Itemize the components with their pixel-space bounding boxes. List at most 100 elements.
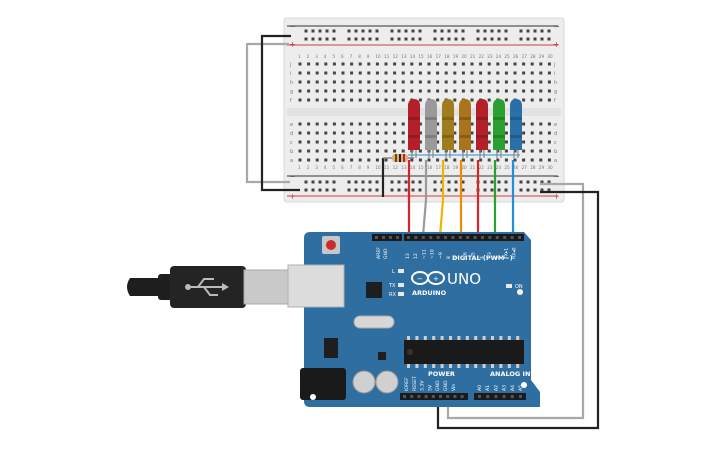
header-hole[interactable] <box>375 236 378 239</box>
breadboard-hole[interactable] <box>393 89 397 93</box>
breadboard-hole[interactable] <box>401 89 405 93</box>
breadboard-hole[interactable] <box>315 140 319 144</box>
rail-hole[interactable] <box>497 29 501 33</box>
breadboard-hole[interactable] <box>453 80 457 84</box>
header-hole[interactable] <box>382 236 385 239</box>
rail-hole[interactable] <box>483 37 487 41</box>
breadboard-hole[interactable] <box>401 62 405 66</box>
breadboard-hole[interactable] <box>444 89 448 93</box>
breadboard-hole[interactable] <box>522 71 526 75</box>
rail-hole[interactable] <box>447 37 451 41</box>
led[interactable] <box>493 99 505 158</box>
breadboard-hole[interactable] <box>315 131 319 135</box>
breadboard-hole[interactable] <box>401 122 405 126</box>
rail-hole[interactable] <box>433 180 437 184</box>
breadboard-hole[interactable] <box>298 149 302 153</box>
analog-header[interactable] <box>474 393 526 400</box>
rail-hole[interactable] <box>490 188 494 192</box>
breadboard-hole[interactable] <box>375 62 379 66</box>
breadboard-hole[interactable] <box>401 98 405 102</box>
breadboard-hole[interactable] <box>367 62 371 66</box>
breadboard-hole[interactable] <box>324 98 328 102</box>
rail-hole[interactable] <box>375 188 379 192</box>
breadboard-hole[interactable] <box>522 149 526 153</box>
rail-hole[interactable] <box>318 188 322 192</box>
rail-hole[interactable] <box>311 188 315 192</box>
rail-hole[interactable] <box>411 37 415 41</box>
gray-rail-loop-wire[interactable] <box>245 42 290 184</box>
rail-hole[interactable] <box>332 180 336 184</box>
rail-hole[interactable] <box>547 37 551 41</box>
breadboard-hole[interactable] <box>298 89 302 93</box>
rail-hole[interactable] <box>533 29 537 33</box>
rail-hole[interactable] <box>347 29 351 33</box>
breadboard-hole[interactable] <box>358 62 362 66</box>
breadboard-hole[interactable] <box>522 89 526 93</box>
rail-hole[interactable] <box>375 180 379 184</box>
breadboard-hole[interactable] <box>410 62 414 66</box>
breadboard-hole[interactable] <box>393 98 397 102</box>
breadboard-hole[interactable] <box>539 62 543 66</box>
breadboard-hole[interactable] <box>539 89 543 93</box>
breadboard-hole[interactable] <box>307 158 311 162</box>
breadboard-hole[interactable] <box>315 62 319 66</box>
rail-hole[interactable] <box>404 29 408 33</box>
rail-hole[interactable] <box>461 29 465 33</box>
breadboard-hole[interactable] <box>341 122 345 126</box>
rail-hole[interactable] <box>476 37 480 41</box>
breadboard-hole[interactable] <box>522 98 526 102</box>
breadboard-hole[interactable] <box>479 80 483 84</box>
breadboard-hole[interactable] <box>436 71 440 75</box>
header-hole[interactable] <box>503 236 507 239</box>
breadboard-hole[interactable] <box>341 80 345 84</box>
rail-hole[interactable] <box>397 188 401 192</box>
rail-hole[interactable] <box>476 29 480 33</box>
breadboard-hole[interactable] <box>350 98 354 102</box>
rail-hole[interactable] <box>454 29 458 33</box>
breadboard-hole[interactable] <box>496 89 500 93</box>
rail-hole[interactable] <box>411 188 415 192</box>
breadboard-hole[interactable] <box>496 62 500 66</box>
rail-hole[interactable] <box>497 188 501 192</box>
header-hole[interactable] <box>481 236 484 239</box>
breadboard-hole[interactable] <box>479 89 483 93</box>
breadboard-hole[interactable] <box>332 71 336 75</box>
breadboard-hole[interactable] <box>375 140 379 144</box>
rail-hole[interactable] <box>354 29 358 33</box>
rail-hole[interactable] <box>526 37 530 41</box>
rail-hole[interactable] <box>519 29 523 33</box>
breadboard-hole[interactable] <box>487 89 491 93</box>
breadboard-hole[interactable] <box>307 62 311 66</box>
breadboard-hole[interactable] <box>547 158 551 162</box>
header-hole[interactable] <box>451 236 455 239</box>
breadboard-hole[interactable] <box>367 89 371 93</box>
breadboard-hole[interactable] <box>547 140 551 144</box>
breadboard-hole[interactable] <box>393 140 397 144</box>
header-hole[interactable] <box>429 236 433 239</box>
breadboard-hole[interactable] <box>384 62 388 66</box>
header-hole[interactable] <box>518 236 521 239</box>
header-hole[interactable] <box>414 236 418 239</box>
breadboard-hole[interactable] <box>358 131 362 135</box>
breadboard-hole[interactable] <box>530 98 534 102</box>
breadboard-hole[interactable] <box>384 158 388 162</box>
breadboard-hole[interactable] <box>315 98 319 102</box>
breadboard-hole[interactable] <box>436 89 440 93</box>
rail-hole[interactable] <box>368 37 372 41</box>
breadboard-hole[interactable] <box>307 71 311 75</box>
rail-hole[interactable] <box>347 37 351 41</box>
breadboard-hole[interactable] <box>444 158 448 162</box>
breadboard-hole[interactable] <box>530 62 534 66</box>
breadboard-hole[interactable] <box>479 62 483 66</box>
breadboard-hole[interactable] <box>444 71 448 75</box>
breadboard-hole[interactable] <box>522 80 526 84</box>
rail-hole[interactable] <box>347 180 351 184</box>
breadboard-hole[interactable] <box>341 98 345 102</box>
breadboard-hole[interactable] <box>307 131 311 135</box>
breadboard-hole[interactable] <box>513 80 517 84</box>
breadboard-hole[interactable] <box>470 122 474 126</box>
breadboard-hole[interactable] <box>470 131 474 135</box>
led[interactable] <box>510 99 522 158</box>
rail-hole[interactable] <box>490 180 494 184</box>
breadboard-hole[interactable] <box>522 158 526 162</box>
